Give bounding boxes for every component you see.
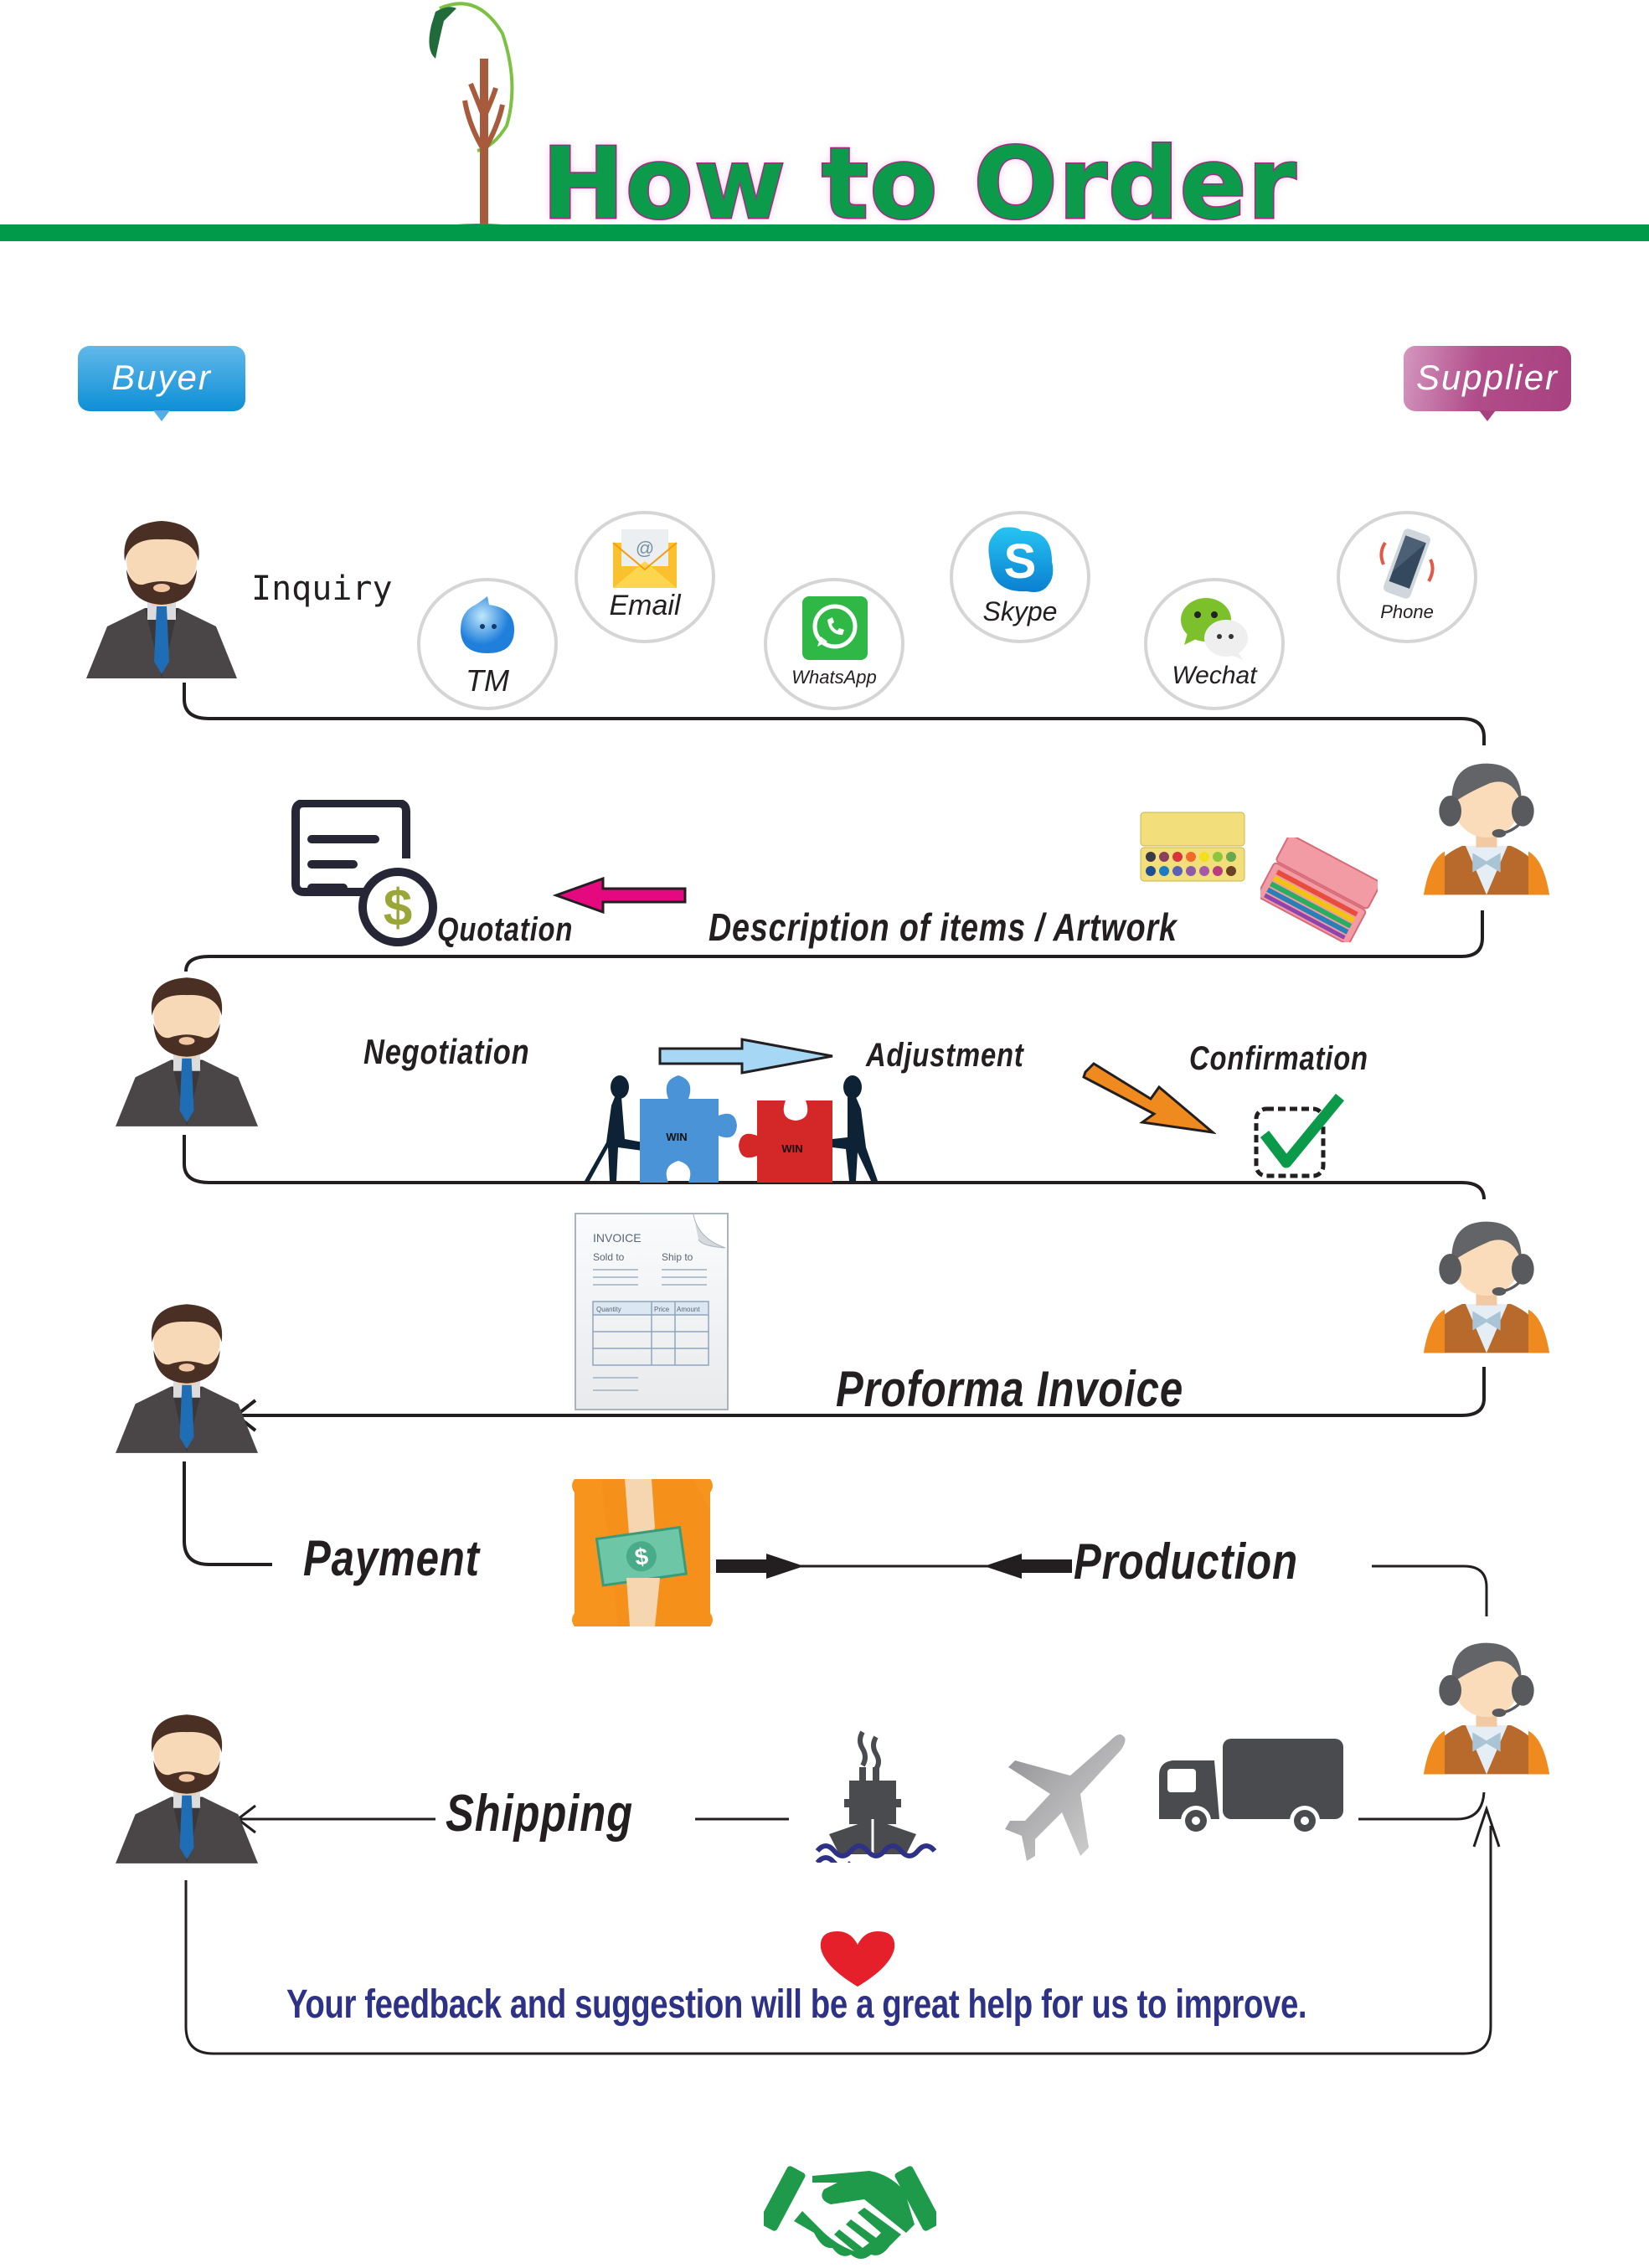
diagonal-arrow-icon xyxy=(1082,1062,1216,1135)
invoice-sold-to: Sold to xyxy=(593,1251,625,1263)
supplier-badge: Supplier xyxy=(1404,346,1571,421)
tm-chat-icon xyxy=(461,596,514,653)
left-arrow-icon xyxy=(553,876,687,915)
channel-tm[interactable]: TM xyxy=(417,578,558,710)
supplier-avatar xyxy=(1424,1641,1549,1776)
channel-email[interactable]: @ Email xyxy=(575,511,715,643)
ship-icon xyxy=(815,1730,937,1863)
channel-skype[interactable]: S Skype xyxy=(950,511,1090,643)
payment-money-icon: $ xyxy=(572,1479,713,1626)
channel-skype-label: Skype xyxy=(982,596,1058,626)
whatsapp-icon xyxy=(802,596,868,660)
channel-whatsapp[interactable]: WhatsApp xyxy=(764,578,904,710)
paint-palette-icon xyxy=(1140,812,1245,882)
step-proforma-invoice-label: Proforma Invoice xyxy=(836,1361,1184,1417)
buyer-avatar xyxy=(86,521,237,678)
confirmation-checkbox-icon xyxy=(1254,1094,1345,1178)
svg-text:@: @ xyxy=(636,538,654,559)
quotation-document-icon: $ xyxy=(291,800,437,946)
channel-email-label: Email xyxy=(609,590,681,621)
channel-wechat[interactable]: Wechat xyxy=(1144,578,1285,710)
buyer-avatar xyxy=(116,1304,258,1453)
skype-icon: S xyxy=(988,527,1054,592)
svg-text:WIN: WIN xyxy=(666,1131,687,1143)
phone-icon xyxy=(1379,528,1435,599)
svg-text:$: $ xyxy=(633,1543,650,1570)
pencil-case-icon xyxy=(1260,838,1378,942)
step-adjustment-label: Adjustment xyxy=(866,1037,1024,1074)
email-icon: @ xyxy=(612,529,678,588)
step-production-label: Production xyxy=(1074,1533,1298,1590)
wechat-icon xyxy=(1181,598,1248,660)
svg-text:Price: Price xyxy=(654,1306,670,1313)
channel-wechat-label: Wechat xyxy=(1172,662,1257,689)
channel-phone-label: Phone xyxy=(1380,601,1434,622)
step-confirmation-label: Confirmation xyxy=(1189,1040,1368,1077)
heart-icon xyxy=(820,1931,895,1987)
header-divider xyxy=(0,224,1649,241)
invoice-ship-to: Ship to xyxy=(662,1251,693,1263)
channel-tm-label: TM xyxy=(466,663,509,698)
supplier-avatar xyxy=(1424,762,1549,897)
feedback-message: Your feedback and suggestion will be a g… xyxy=(286,1982,1307,2027)
airplane-icon xyxy=(1005,1734,1126,1861)
buyer-avatar xyxy=(116,1714,258,1863)
step-inquiry-label: Inquiry xyxy=(251,570,393,608)
truck-icon xyxy=(1159,1739,1343,1836)
supplier-avatar xyxy=(1424,1219,1549,1355)
buyer-badge: Buyer xyxy=(78,346,245,421)
proforma-invoice-document: INVOICE Sold to Ship to Quantity Price A… xyxy=(575,1213,729,1410)
right-arrow-icon xyxy=(658,1038,833,1075)
invoice-title: INVOICE xyxy=(593,1231,642,1245)
svg-text:Quantity: Quantity xyxy=(596,1306,621,1313)
channel-phone[interactable]: Phone xyxy=(1337,511,1477,643)
svg-text:WIN: WIN xyxy=(781,1142,802,1155)
svg-text:S: S xyxy=(1004,534,1037,589)
svg-text:$: $ xyxy=(384,879,412,937)
buyer-avatar xyxy=(116,977,258,1126)
win-win-puzzle-icon: WIN WIN xyxy=(585,1075,878,1183)
step-shipping-label: Shipping xyxy=(446,1785,634,1843)
page-title: How to Order xyxy=(541,125,1298,243)
handshake-icon xyxy=(764,2166,936,2259)
invoice-grid: Quantity Price Amount xyxy=(592,1214,727,1391)
step-negotiation-label: Negotiation xyxy=(363,1032,530,1071)
svg-text:Amount: Amount xyxy=(677,1306,700,1313)
channel-whatsapp-label: WhatsApp xyxy=(791,667,877,688)
step-quotation-label: Quotation xyxy=(437,911,574,948)
step-description-label: Description of items / Artwork xyxy=(709,905,1177,949)
step-payment-label: Payment xyxy=(303,1530,480,1586)
